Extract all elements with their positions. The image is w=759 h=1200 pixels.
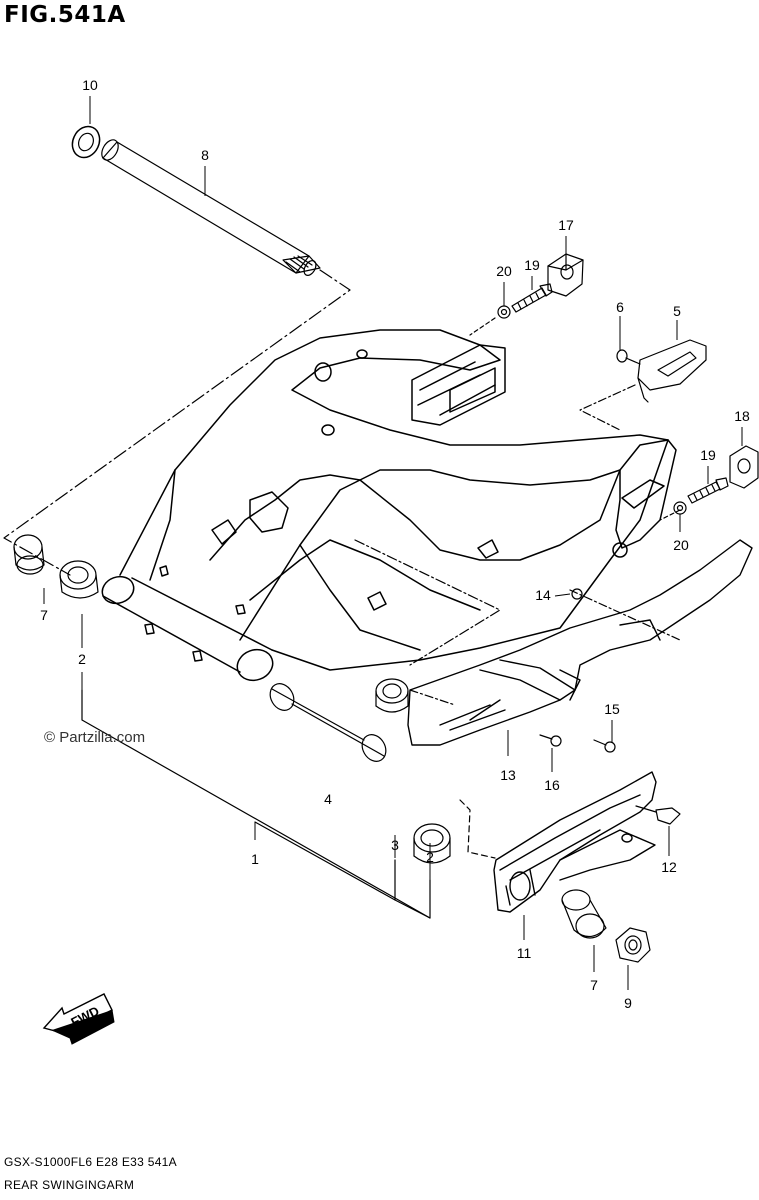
callout-7-right[interactable]: 7 bbox=[590, 977, 598, 993]
callout-9[interactable]: 9 bbox=[624, 995, 632, 1011]
callout-6[interactable]: 6 bbox=[616, 299, 624, 315]
bearing-3-part bbox=[375, 678, 409, 713]
callout-8[interactable]: 8 bbox=[201, 147, 209, 163]
bolt-15-part bbox=[593, 739, 616, 753]
assembly-bracket-line bbox=[81, 689, 431, 919]
callout-12[interactable]: 12 bbox=[661, 859, 677, 875]
callout-7-left[interactable]: 7 bbox=[40, 607, 48, 623]
callout-16[interactable]: 16 bbox=[544, 777, 560, 793]
callout-10[interactable]: 10 bbox=[82, 77, 98, 93]
collar-4-part bbox=[269, 683, 387, 762]
watermark-text: © Partzilla.com bbox=[44, 729, 146, 746]
bolt-12-part bbox=[635, 805, 681, 825]
callout-13[interactable]: 13 bbox=[500, 767, 516, 783]
callout-20-lower[interactable]: 20 bbox=[673, 537, 689, 553]
callout-20-upper[interactable]: 20 bbox=[496, 263, 512, 279]
section-name: REAR SWINGINGARM bbox=[4, 1178, 135, 1192]
callout-15[interactable]: 15 bbox=[604, 701, 620, 717]
model-code: GSX-S1000FL6 E28 E33 541A bbox=[4, 1155, 177, 1169]
chain-guide-11-part bbox=[493, 771, 657, 913]
fwd-arrow-icon: FWD bbox=[42, 993, 115, 1045]
axis-line-shaft bbox=[3, 269, 351, 576]
callout-5[interactable]: 5 bbox=[673, 303, 681, 319]
chain-plate-5-part bbox=[616, 339, 707, 403]
chain-case-13-part bbox=[407, 539, 753, 746]
bearing-2-right-part bbox=[413, 823, 451, 864]
adjuster-bolt-upper-part bbox=[497, 283, 553, 319]
nut-9-part bbox=[615, 927, 651, 963]
callout-19-lower[interactable]: 19 bbox=[700, 447, 716, 463]
bushing-7-right-part bbox=[561, 889, 607, 939]
swingarm-body-part bbox=[101, 329, 677, 682]
figure-title: FIG.541A bbox=[4, 2, 126, 28]
adjuster-block-18-part bbox=[673, 445, 759, 515]
callout-1[interactable]: 1 bbox=[251, 851, 259, 867]
callout-18[interactable]: 18 bbox=[734, 408, 750, 424]
callout-2-left[interactable]: 2 bbox=[78, 651, 86, 667]
bearing-2-left-part bbox=[59, 560, 99, 599]
bolt-16-part bbox=[539, 734, 562, 747]
bolt-14-part bbox=[571, 588, 583, 600]
callout-17[interactable]: 17 bbox=[558, 217, 574, 233]
callout-14[interactable]: 14 bbox=[535, 587, 551, 603]
bushing-7-left-part bbox=[13, 534, 45, 575]
callout-4[interactable]: 4 bbox=[324, 791, 332, 807]
adjuster-block-17-part bbox=[547, 253, 584, 297]
pivot-shaft-part bbox=[71, 125, 321, 276]
callout-19-upper[interactable]: 19 bbox=[524, 257, 540, 273]
callout-11[interactable]: 11 bbox=[517, 945, 532, 961]
callout-3[interactable]: 3 bbox=[391, 837, 399, 853]
callout-2-right[interactable]: 2 bbox=[426, 849, 434, 865]
